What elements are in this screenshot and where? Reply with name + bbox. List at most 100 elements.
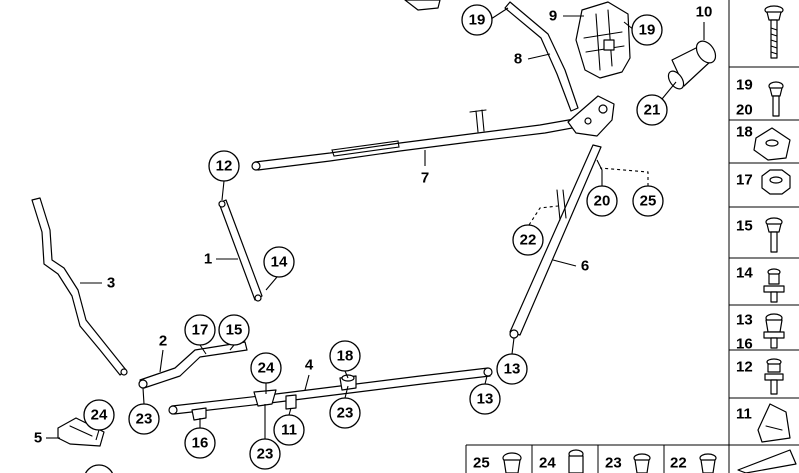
callout-24-a: 24 (250, 352, 282, 394)
callout-23-b: 23 (329, 385, 361, 429)
callout-12: 12 (208, 150, 240, 201)
clip-nut-icon-18 (753, 127, 791, 161)
callout-20: 20 (586, 159, 618, 217)
svg-text:19: 19 (639, 22, 656, 39)
svg-text:5: 5 (34, 430, 42, 447)
svg-text:12: 12 (216, 158, 233, 175)
svg-text:23: 23 (605, 455, 622, 472)
part-8-link (404, 0, 579, 112)
callout-22: 22 (512, 205, 559, 256)
svg-text:19: 19 (736, 77, 753, 94)
svg-text:22: 22 (670, 455, 687, 472)
screw-icon-24 (568, 449, 584, 473)
svg-text:11: 11 (736, 406, 752, 423)
svg-text:10: 10 (696, 4, 713, 21)
svg-text:7: 7 (421, 170, 429, 187)
callout-23-a: 23 (128, 387, 160, 435)
svg-text:24: 24 (258, 360, 275, 377)
screw-icon-19-20 (768, 81, 784, 117)
label-4: 4 (304, 357, 314, 391)
callout-partial-bottom (85, 464, 113, 473)
fastener-panel: 19 20 18 17 15 14 13 (728, 0, 799, 473)
svg-text:15: 15 (226, 322, 243, 339)
callout-25: 25 (599, 167, 664, 217)
svg-text:4: 4 (305, 357, 314, 374)
callout-17: 17 (184, 314, 216, 355)
svg-text:23: 23 (136, 411, 153, 428)
svg-text:13: 13 (736, 312, 753, 329)
bolt-icon-13-16 (763, 313, 785, 349)
part-6-strut (509, 144, 602, 339)
label-6: 6 (552, 258, 589, 275)
part-2-bracket (138, 341, 248, 389)
svg-text:20: 20 (594, 193, 611, 210)
nut-icon-17 (761, 169, 791, 195)
callout-16: 16 (184, 418, 216, 459)
spring-clip-icon-11 (757, 403, 791, 443)
screw-icon-23 (633, 453, 651, 473)
svg-text:23: 23 (257, 446, 274, 463)
callout-19-b: 19 (623, 14, 663, 46)
callout-13-a: 13 (496, 337, 528, 385)
svg-text:17: 17 (192, 322, 209, 339)
callout-21: 21 (636, 81, 677, 126)
svg-text:15: 15 (736, 218, 753, 235)
svg-text:11: 11 (281, 422, 297, 439)
svg-text:2: 2 (159, 333, 167, 350)
part-4-rod (168, 367, 493, 421)
label-5: 5 (34, 430, 60, 447)
svg-text:8: 8 (514, 51, 522, 68)
svg-text:22: 22 (520, 232, 537, 249)
callout-13-b: 13 (469, 375, 501, 415)
arrow-icon (737, 449, 797, 473)
svg-text:23: 23 (337, 405, 354, 422)
label-10: 10 (696, 4, 713, 40)
bolt-icon-15 (765, 217, 783, 253)
part-9-bracket (575, 1, 631, 79)
screw-icon-22 (699, 453, 717, 473)
callout-24-b: 24 (83, 399, 115, 441)
screw-icon-25 (502, 452, 522, 473)
svg-text:6: 6 (581, 258, 589, 275)
svg-text:18: 18 (736, 124, 753, 141)
callout-15: 15 (218, 314, 250, 351)
label-7: 7 (421, 150, 429, 187)
bolt-icon-12 (764, 358, 784, 395)
callout-18: 18 (329, 340, 361, 379)
part-1-strut (218, 199, 263, 302)
svg-text:13: 13 (504, 361, 521, 378)
svg-text:13: 13 (477, 391, 494, 408)
svg-text:24: 24 (539, 455, 556, 472)
svg-text:1: 1 (204, 251, 212, 268)
label-8: 8 (514, 51, 551, 68)
callout-14: 14 (263, 246, 295, 291)
label-3: 3 (80, 275, 115, 292)
svg-text:20: 20 (736, 102, 753, 119)
svg-text:16: 16 (736, 336, 753, 353)
svg-text:19: 19 (469, 12, 486, 29)
part-10-cylinder (667, 40, 717, 90)
svg-text:18: 18 (337, 348, 354, 365)
label-9: 9 (549, 8, 584, 25)
label-1: 1 (204, 251, 238, 268)
bolt-icon-top (764, 5, 784, 59)
part-3-strut (31, 197, 128, 376)
svg-text:25: 25 (473, 455, 490, 472)
svg-text:12: 12 (736, 359, 753, 376)
svg-text:9: 9 (549, 8, 557, 25)
svg-text:24: 24 (91, 407, 108, 424)
svg-text:14: 14 (271, 254, 288, 271)
svg-text:16: 16 (192, 435, 209, 452)
svg-text:21: 21 (644, 102, 661, 119)
svg-text:17: 17 (736, 172, 753, 189)
part-7-rod (251, 95, 615, 171)
svg-text:3: 3 (107, 275, 115, 292)
bolt-icon-14 (763, 268, 785, 303)
svg-text:25: 25 (640, 193, 657, 210)
callout-23-c: 23 (249, 404, 281, 470)
bottom-fastener-row: 25 24 23 22 (465, 444, 729, 473)
callout-19-a: 19 (461, 4, 509, 36)
label-2: 2 (159, 333, 167, 373)
svg-text:14: 14 (736, 265, 753, 282)
